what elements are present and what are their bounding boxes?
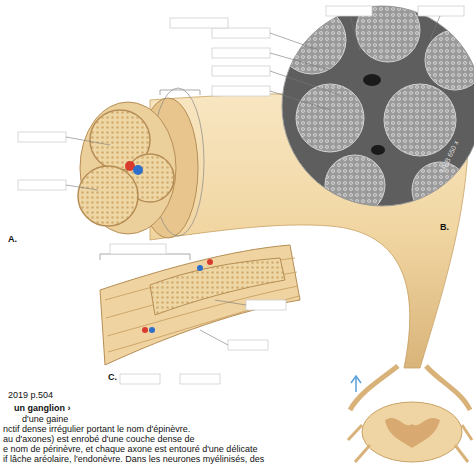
text-line: nctif dense irrégulier portant le nom d'…: [3, 424, 190, 434]
text-line: e nom de périnèvre, et chaque axone est …: [3, 444, 257, 454]
panel-letter: A.: [8, 234, 17, 244]
text-line: d'une gaine: [22, 414, 68, 424]
text-line: un ganglion ›: [14, 403, 71, 413]
source-note: 2019 p.504: [8, 390, 53, 400]
sem-micrograph: [278, 0, 474, 218]
spinal-cord: [348, 366, 472, 462]
longitudinal-section: [100, 245, 300, 365]
leader-lines: [66, 16, 440, 345]
panel-letter: B.: [440, 222, 449, 232]
text-line: au d'axones) est enrobé d'une couche den…: [3, 434, 195, 444]
blank-label-boxes: [18, 6, 464, 384]
text-line: if lâche aréolaire, l'endonèvre. Dans le…: [3, 454, 264, 464]
panel-letter: C.: [108, 372, 117, 382]
